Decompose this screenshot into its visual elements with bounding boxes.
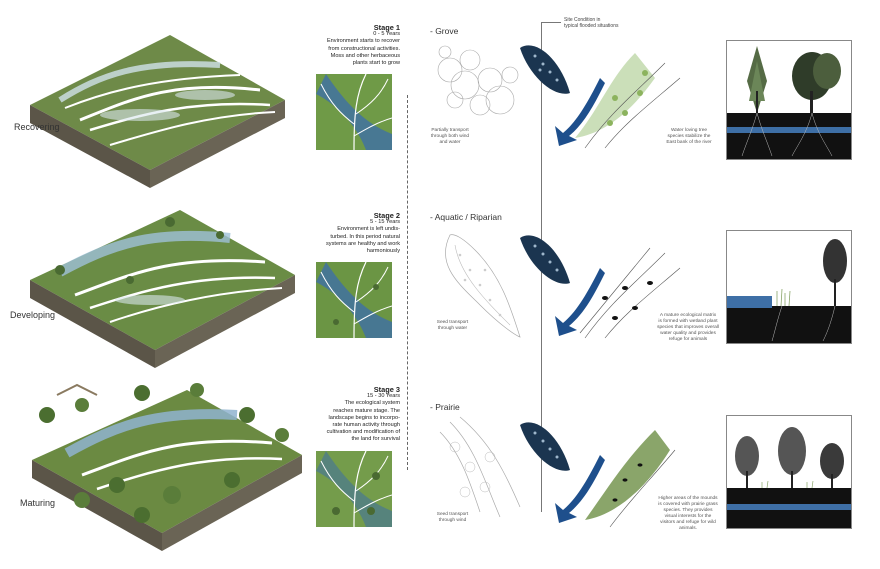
seed-diagram-grove (425, 40, 525, 125)
seed-note-grove-2: through both wind (430, 134, 470, 139)
section-title-aquatic: - Aquatic / Riparian (430, 212, 502, 222)
dashed-divider (407, 95, 409, 470)
right-note-grove-1: Water loving tree (670, 128, 708, 133)
landscape-block-maturing (22, 375, 307, 555)
seed-note-aquatic-1: Seed transport (436, 320, 469, 325)
stage-3-years: 15 - 30 Years (367, 393, 400, 400)
right-note-aquatic-3: species that improves overall (657, 325, 719, 330)
row-label-maturing: Maturing (20, 498, 56, 508)
landscape-block-developing (20, 200, 300, 370)
seed-note-aquatic-2: through water (437, 326, 468, 331)
stage-2-title: Stage 2 (373, 211, 400, 220)
right-note-prairie-1: Higher areas of the mounds (658, 496, 718, 501)
seed-note-grove-1: Partially transport (431, 128, 469, 133)
stage-3-desc-3: landscape begins to incorpo- (328, 414, 400, 421)
leaf-detail-stage-2 (316, 262, 392, 338)
right-note-prairie-3: species. They provides (663, 508, 713, 513)
section-title-prairie: - Prairie (430, 402, 460, 412)
stage-2-desc-2: turbed. In this period natural (330, 233, 400, 240)
stage-2-years: 5 - 15 Years (370, 219, 400, 226)
site-condition-tick (541, 22, 561, 23)
stage-3-desc-1: The ecological system (344, 400, 400, 407)
stage-3-desc-4: rate human activity through (332, 422, 400, 429)
seed-note-prairie-1: Seed transport (436, 512, 469, 517)
right-note-aquatic-2: is formed with wetland plant (658, 319, 718, 324)
stage-3-text: Stage 3 15 - 30 Years The ecological sys… (290, 386, 400, 444)
right-note-aquatic-4: water quality and provides (660, 331, 716, 336)
right-note-prairie-4: visual interests for the (664, 514, 712, 519)
right-note-grove-3: East bank of the river (666, 140, 712, 145)
right-note-aquatic-1: A mature ecological matrix (659, 313, 717, 318)
landscape-block-recovering (20, 20, 295, 190)
stage-3-desc-2: reaches mature stage. The (333, 407, 400, 414)
seed-diagram-prairie (430, 412, 525, 522)
right-note-aquatic-5: refuge for animals (668, 337, 708, 342)
flow-diagram-grove (515, 38, 705, 163)
stage-2-desc-3: systems are healthy and work (326, 240, 400, 247)
seed-note-aquatic: Seed transport through water (425, 320, 480, 332)
seed-diagram-aquatic (430, 225, 525, 340)
section-cut-grove (726, 40, 852, 160)
seed-note-grove-3: and water (439, 140, 461, 145)
row-label-developing: Developing (10, 310, 56, 320)
stage-1-desc-4: plants start to grow (352, 60, 400, 67)
right-note-prairie-5: visitors and refuge for wild (660, 520, 716, 525)
seed-note-grove: Partially transport through both wind an… (415, 128, 485, 146)
right-note-grove-2: species stabilize the (667, 134, 711, 139)
right-note-prairie: Higher areas of the mounds is covered wi… (650, 496, 726, 532)
stage-1-desc-2: from constructional activities. (328, 45, 400, 52)
stage-3-desc-6: the land for survival (351, 436, 400, 443)
section-cut-aquatic (726, 230, 852, 344)
stage-1-text: Stage 1 0 - 5 Years Environment starts t… (300, 24, 400, 67)
leaf-detail-stage-3 (316, 451, 392, 527)
stage-2-desc-1: Environment is left undis- (337, 226, 400, 233)
stage-1-years: 0 - 5 Years (373, 31, 400, 38)
flow-diagram-prairie (515, 415, 705, 535)
site-condition-note-2: typical flooded situations (564, 23, 619, 29)
leaf-detail-stage-1 (316, 74, 392, 150)
site-condition-note-1: Site Condition in (564, 17, 601, 23)
stage-1-desc-1: Environment starts to recover (326, 38, 400, 45)
flow-diagram-aquatic (515, 228, 705, 353)
seed-note-prairie: Seed transport through wind (425, 512, 480, 524)
right-note-prairie-2: is covered with prairie grass (658, 502, 718, 507)
row-label-recovering: Recovering (14, 122, 60, 132)
section-cut-prairie (726, 415, 852, 529)
seed-note-prairie-2: through wind (438, 518, 467, 523)
stage-1-desc-3: Moss and other herbaceous (330, 52, 400, 59)
stage-2-desc-4: harmoniously (366, 248, 400, 255)
right-note-prairie-6: animals. (679, 526, 697, 531)
section-title-grove: - Grove (430, 26, 459, 36)
right-note-grove: Water loving tree species stabilize the … (655, 128, 723, 146)
stage-3-desc-5: cultivation and modification of (326, 429, 400, 436)
stage-1-title: Stage 1 (373, 23, 400, 32)
site-condition-note: Site Condition in typical flooded situat… (564, 17, 618, 29)
right-note-aquatic: A mature ecological matrix is formed wit… (650, 313, 726, 343)
stage-2-text: Stage 2 5 - 15 Years Environment is left… (300, 212, 400, 255)
stage-3-title: Stage 3 (373, 385, 400, 394)
